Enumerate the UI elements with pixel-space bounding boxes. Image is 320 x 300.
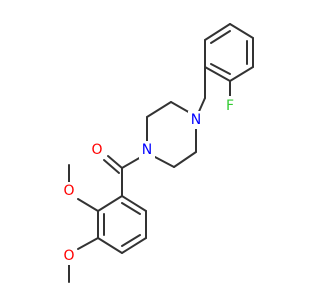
bond [229,66,254,82]
bond [121,234,141,247]
atom-label-background [89,140,105,158]
bond [121,202,141,215]
bond [154,156,175,168]
atom-label-background [222,96,238,114]
amide-nitrogen-label: N [142,142,152,158]
bond [97,195,123,212]
bond [97,237,123,254]
bond [77,198,99,212]
bond [229,23,254,39]
bond [121,156,142,169]
structure-canvas: O N N F O O [61,23,254,283]
bond-layer [68,23,254,283]
bond [210,63,231,75]
molecule-diagram: O N N F O O [61,23,254,283]
bond [121,237,147,254]
methoxy-oxygen-label: O [63,183,74,199]
bond [204,23,231,41]
bond [103,159,120,174]
bond [146,101,172,118]
carbonyl-oxygen-label: O [91,142,102,158]
atom-label-background [188,111,204,129]
atom-label-background [61,182,77,200]
atom-label-background [139,141,155,159]
bond [121,195,147,212]
atom-label-background [61,247,77,265]
atom-label-layer: O N N F O O [61,96,238,265]
bond [173,151,197,168]
bond [77,237,99,250]
methoxy-oxygen-label: O [63,248,74,264]
bond [204,66,231,82]
bond [210,30,231,44]
fluorine-label: F [226,98,234,114]
bond [107,155,123,169]
benzyl-nitrogen-label: N [191,112,201,128]
